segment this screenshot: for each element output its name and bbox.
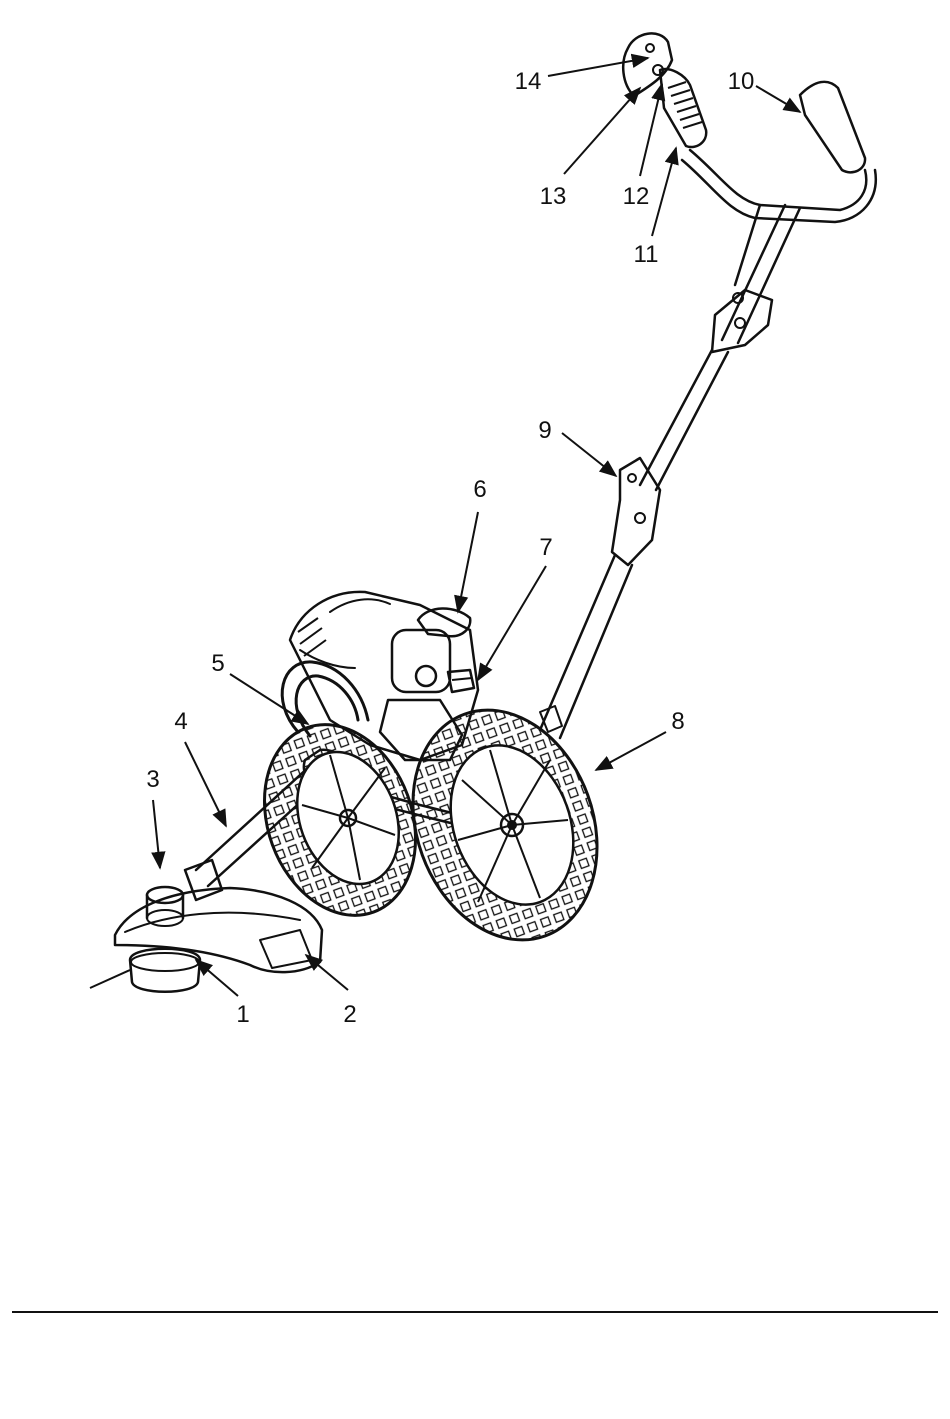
handle-assembly bbox=[540, 33, 876, 738]
primer-bulb bbox=[448, 670, 474, 692]
callout-14: 14 bbox=[515, 68, 542, 95]
leader-12 bbox=[640, 84, 662, 176]
callout-13: 13 bbox=[540, 183, 567, 210]
callout-12: 12 bbox=[623, 183, 650, 210]
leader-9 bbox=[562, 433, 616, 476]
callout-3: 3 bbox=[146, 766, 159, 793]
leader-4 bbox=[185, 742, 226, 826]
callout-7: 7 bbox=[539, 534, 552, 561]
callout-1: 1 bbox=[236, 1001, 249, 1028]
leader-14 bbox=[548, 58, 648, 76]
callout-2: 2 bbox=[343, 1001, 356, 1028]
cutting-line bbox=[90, 970, 130, 988]
leader-1 bbox=[196, 960, 238, 996]
wheel-left bbox=[239, 703, 441, 936]
wheel-right bbox=[382, 684, 628, 966]
leader-3 bbox=[153, 800, 160, 868]
leader-2 bbox=[306, 955, 348, 990]
folding-clamp bbox=[612, 458, 660, 565]
leader-11 bbox=[652, 148, 676, 236]
callout-4: 4 bbox=[174, 708, 187, 735]
callout-11: 11 bbox=[634, 241, 659, 268]
leader-8 bbox=[596, 732, 666, 770]
air-filter-cover bbox=[392, 630, 450, 692]
callout-10: 10 bbox=[728, 68, 755, 95]
leader-10 bbox=[756, 86, 800, 112]
leader-13 bbox=[564, 88, 640, 174]
callout-9: 9 bbox=[538, 417, 551, 444]
leader-7 bbox=[478, 566, 546, 680]
leader-6 bbox=[458, 512, 478, 612]
throttle-grip bbox=[660, 69, 706, 147]
callout-6: 6 bbox=[473, 476, 486, 503]
control-housing bbox=[623, 33, 672, 96]
trimmer-head-guard bbox=[90, 887, 322, 992]
callout-8: 8 bbox=[671, 708, 684, 735]
right-grip bbox=[800, 82, 865, 173]
callout-5: 5 bbox=[211, 650, 224, 677]
